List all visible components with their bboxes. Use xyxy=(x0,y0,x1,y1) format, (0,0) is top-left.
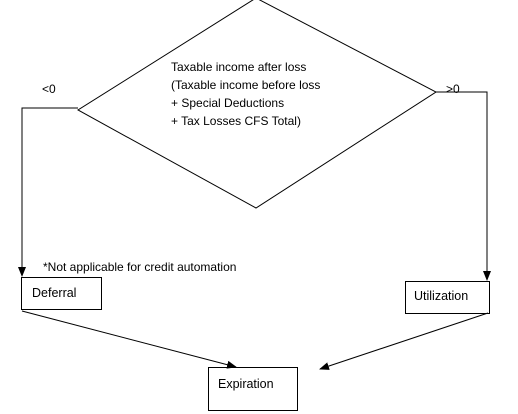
utilization-box xyxy=(405,281,490,314)
right-branch-label: >0 xyxy=(446,82,460,96)
decision-line: + Tax Losses CFS Total) xyxy=(171,114,301,128)
left-branch-label: <0 xyxy=(42,82,56,96)
utilization-to-expiration-arrow xyxy=(319,312,489,370)
deferral-label: Deferral xyxy=(32,286,77,300)
utilization-label: Utilization xyxy=(414,289,469,303)
deferral-box xyxy=(21,277,102,310)
right-branch-connector xyxy=(436,91,491,281)
decision-line: + Special Deductions xyxy=(171,96,285,110)
deferral-to-expiration-arrow xyxy=(21,310,237,369)
left-branch-connector xyxy=(18,107,78,277)
decision-line: Taxable income after loss xyxy=(171,60,307,74)
decision-text: Taxable income after loss (Taxable incom… xyxy=(171,58,320,130)
decision-line: (Taxable income before loss xyxy=(171,78,321,92)
decision-diamond xyxy=(77,0,437,209)
footnote: *Not applicable for credit automation xyxy=(43,260,237,274)
expiration-box xyxy=(208,367,298,411)
expiration-label: Expiration xyxy=(218,377,274,391)
